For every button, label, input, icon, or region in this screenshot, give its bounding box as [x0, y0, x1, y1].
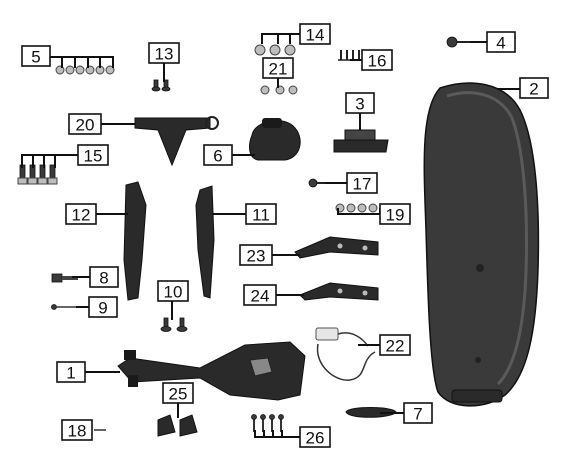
callout-5: 5 — [21, 45, 51, 67]
svg-text:12: 12 — [72, 206, 91, 225]
callout-1: 1 — [56, 361, 86, 383]
svg-text:9: 9 — [98, 299, 107, 318]
svg-text:6: 6 — [213, 147, 222, 166]
svg-text:3: 3 — [355, 95, 364, 114]
svg-text:1: 1 — [66, 364, 75, 383]
callout-26: 26 — [299, 426, 331, 448]
callout-8: 8 — [89, 266, 119, 288]
callout-14: 14 — [299, 23, 331, 45]
callout-6: 6 — [203, 144, 233, 166]
callout-22: 22 — [379, 334, 411, 356]
svg-text:11: 11 — [252, 206, 270, 225]
callout-21: 21 — [262, 57, 294, 79]
part-9-pin — [51, 304, 78, 310]
svg-text:16: 16 — [368, 52, 387, 71]
callout-7: 7 — [403, 402, 433, 424]
svg-text:10: 10 — [164, 283, 183, 302]
part-11-right-side-cover — [195, 185, 215, 299]
callout-18: 18 — [61, 419, 93, 441]
part-16-clips — [338, 50, 362, 61]
callout-13: 13 — [148, 42, 180, 64]
callout-16: 16 — [361, 49, 393, 71]
svg-text:4: 4 — [496, 34, 505, 53]
part-10-bolts — [160, 317, 188, 332]
callout-23: 23 — [239, 244, 273, 266]
svg-text:13: 13 — [155, 45, 174, 64]
part-14-washers — [254, 44, 296, 56]
part-12-left-side-cover — [123, 181, 147, 301]
svg-text:25: 25 — [169, 385, 188, 404]
callout-3: 3 — [345, 92, 375, 114]
svg-text:8: 8 — [99, 269, 108, 288]
part-17-screw — [308, 178, 325, 188]
svg-text:23: 23 — [247, 247, 266, 266]
svg-text:24: 24 — [251, 287, 270, 306]
part-20-plate-bracket — [134, 116, 219, 167]
svg-text:22: 22 — [386, 337, 405, 356]
callout-4: 4 — [486, 31, 516, 53]
part-23-bracket — [294, 236, 379, 259]
callout-20: 20 — [68, 113, 102, 135]
part-8-nut — [51, 273, 78, 283]
svg-text:17: 17 — [353, 175, 372, 194]
callout-12: 12 — [65, 203, 97, 225]
part-4-screw — [446, 36, 470, 48]
leader-lines — [21, 33, 520, 438]
part-26-screws — [251, 414, 284, 432]
svg-text:18: 18 — [68, 422, 87, 441]
part-13-bolts — [151, 79, 171, 92]
part-6-taillight — [249, 118, 301, 161]
part-24-bracket — [299, 282, 379, 301]
callout-10: 10 — [157, 280, 189, 302]
part-15-bolts — [17, 164, 58, 185]
callout-17: 17 — [346, 172, 378, 194]
svg-text:19: 19 — [386, 206, 405, 225]
callout-25: 25 — [162, 382, 194, 404]
callout-19: 19 — [379, 203, 411, 225]
svg-text:21: 21 — [269, 60, 288, 79]
svg-text:14: 14 — [306, 26, 325, 45]
svg-text:7: 7 — [413, 405, 422, 424]
callout-15: 15 — [77, 144, 109, 166]
svg-text:15: 15 — [84, 147, 103, 166]
part-2-rear-fender — [423, 82, 540, 407]
part-22-plate-light — [315, 327, 376, 381]
svg-text:26: 26 — [306, 429, 325, 448]
callout-2: 2 — [519, 77, 549, 99]
callout-9: 9 — [88, 296, 118, 318]
callout-11: 11 — [245, 203, 277, 225]
svg-text:5: 5 — [31, 48, 40, 67]
part-19-washers — [335, 203, 378, 213]
part-25-pads — [157, 414, 198, 437]
callout-24: 24 — [243, 284, 277, 306]
part-3-housing — [333, 129, 389, 153]
part-1-rear-frame — [117, 341, 306, 401]
svg-text:2: 2 — [529, 80, 538, 99]
part-21-washers — [260, 85, 298, 95]
part-5-nuts — [55, 65, 115, 75]
svg-text:20: 20 — [76, 116, 95, 135]
